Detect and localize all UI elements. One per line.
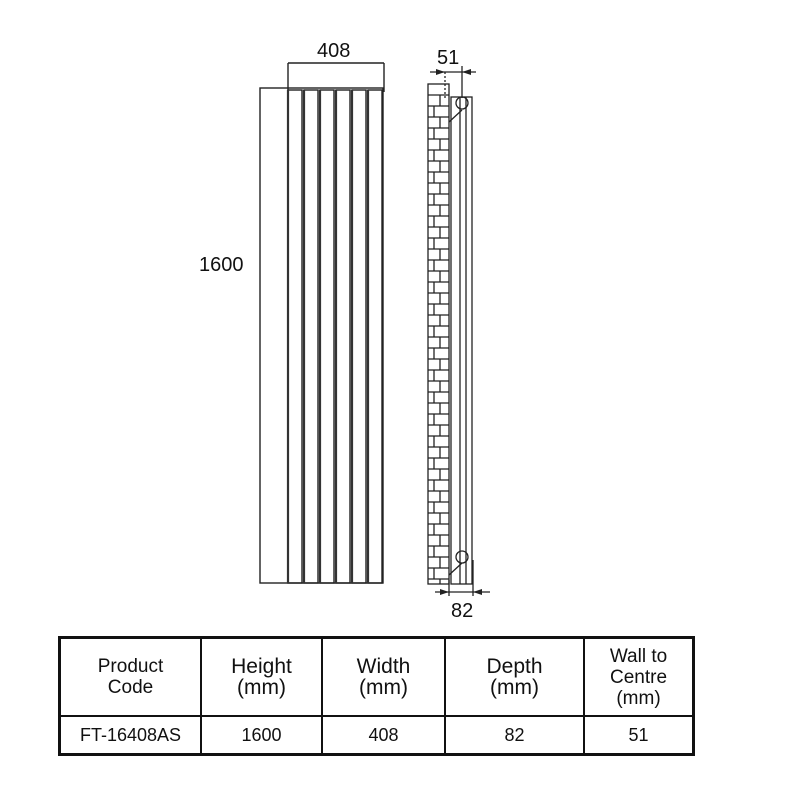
header-product-code: Product Code	[58, 636, 202, 717]
cell-wall-to-centre: 51	[583, 715, 695, 756]
cell-depth: 82	[444, 715, 585, 756]
radiator-panel	[367, 89, 383, 584]
height-dimension-label: 1600	[199, 254, 244, 276]
radiator-panel	[319, 89, 335, 584]
radiator-panel	[335, 89, 351, 584]
wall	[427, 83, 450, 585]
table-row: FT-16408AS 1600 408 82 51	[58, 715, 695, 756]
radiator-panel	[303, 89, 319, 584]
depth-dimension-label: 82	[451, 600, 474, 622]
technical-drawing	[259, 62, 490, 596]
cell-product-code: FT-16408AS	[58, 715, 202, 756]
radiator-side	[450, 96, 473, 585]
wall-to-centre-dimension-label: 51	[437, 47, 460, 69]
cell-height: 1600	[200, 715, 323, 756]
radiator-front-outline	[259, 87, 384, 584]
cell-width: 408	[321, 715, 446, 756]
header-wall-to-centre: Wall to Centre (mm)	[583, 636, 695, 717]
table-header-row: Product Code Height (mm) Width (mm) Dept…	[58, 636, 695, 717]
header-height: Height (mm)	[200, 636, 323, 717]
spec-table: Product Code Height (mm) Width (mm) Dept…	[58, 636, 695, 756]
header-depth: Depth (mm)	[444, 636, 585, 717]
width-dimension-label: 408	[317, 40, 351, 62]
radiator-panel	[351, 89, 367, 584]
side-view	[427, 66, 490, 596]
header-width: Width (mm)	[321, 636, 446, 717]
radiator-panel	[287, 89, 303, 584]
